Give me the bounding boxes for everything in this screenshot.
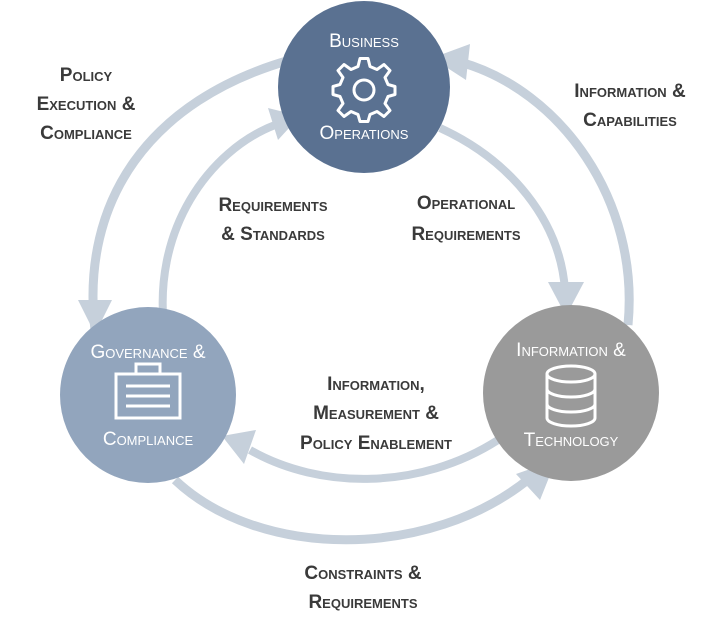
arrow-information-capabilities (458, 57, 634, 326)
arrowhead-policy-execution (78, 300, 112, 334)
constraints-requirements-line2: Requirements (308, 592, 417, 613)
label-operational-requirements: Operational Requirements (411, 193, 520, 245)
information-title-line2: Technology (524, 430, 619, 451)
requirements-standards-line1: Requirements (218, 195, 327, 216)
arrowhead-information-capabilities (432, 44, 470, 80)
briefcase-icon (114, 362, 182, 420)
information-measurement-line3: Policy Enablement (300, 433, 452, 454)
arrowhead-information-measurement (222, 430, 256, 464)
gear-icon (331, 57, 397, 123)
arrow-constraints-requirements (171, 474, 533, 545)
business-title-line1: Business (329, 31, 399, 52)
arrow-operational-requirements (438, 124, 569, 291)
node-business-operations: Business Operations (278, 1, 450, 173)
requirements-standards-line2: & Standards (221, 224, 325, 245)
operational-requirements-line1: Operational (417, 193, 515, 214)
information-title-line1: Information & (516, 340, 626, 361)
governance-title-line1: Governance & (90, 342, 205, 363)
operational-requirements-line2: Requirements (411, 224, 520, 245)
arrowhead-operational-requirements (548, 282, 584, 316)
policy-execution-line2: Execution & (37, 94, 136, 115)
policy-execution-line1: Policy (60, 65, 113, 86)
inner-flow-arrows (158, 108, 584, 483)
policy-execution-line3: Compliance (40, 123, 132, 144)
database-icon (545, 364, 597, 428)
arrow-policy-execution (88, 55, 292, 331)
information-capabilities-line2: Capabilities (583, 110, 677, 131)
node-information-technology: Information & Technology (483, 305, 659, 481)
node-governance-compliance: Governance & Compliance (60, 307, 236, 483)
label-constraints-requirements: Constraints & Requirements (304, 563, 422, 613)
governance-title-line2: Compliance (103, 429, 194, 450)
information-measurement-line1: Information, (327, 374, 425, 395)
information-capabilities-line1: Information & (574, 81, 686, 102)
arrow-requirements-standards (158, 121, 277, 336)
label-information-capabilities: Information & Capabilities (574, 81, 686, 131)
arrow-information-measurement (248, 436, 501, 483)
label-policy-execution: Policy Execution & Compliance (37, 65, 136, 144)
constraints-requirements-line1: Constraints & (304, 563, 422, 584)
label-information-measurement: Information, Measurement & Policy Enable… (300, 374, 452, 454)
label-requirements-standards: Requirements & Standards (218, 195, 327, 245)
information-measurement-line2: Measurement & (313, 403, 439, 424)
business-title-line2: Operations (320, 123, 409, 144)
